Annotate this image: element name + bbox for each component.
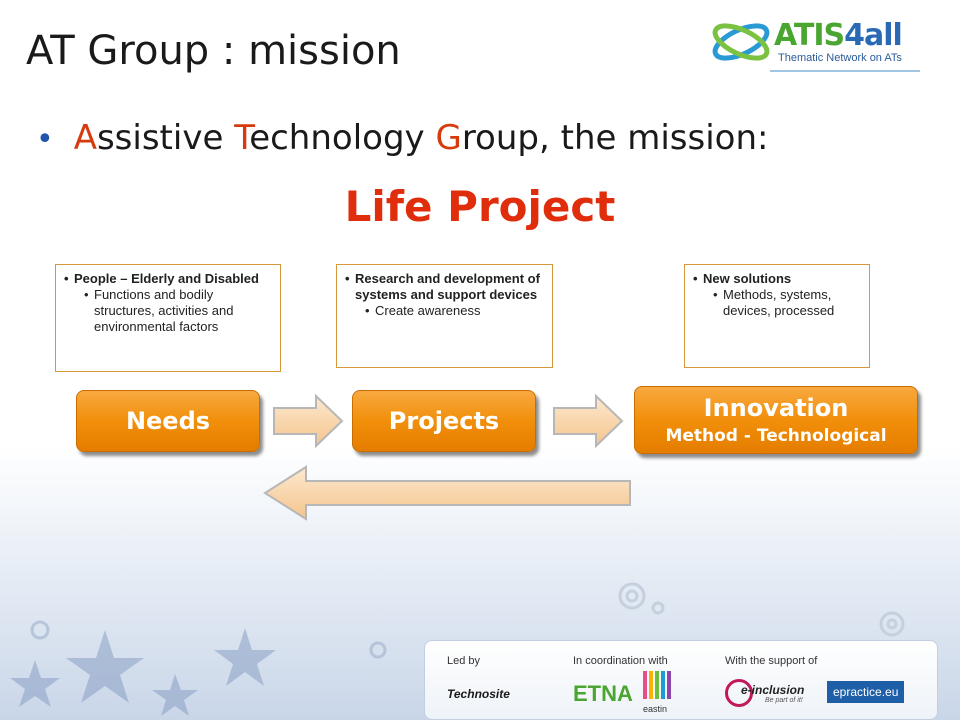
header-divider: [770, 70, 920, 72]
letter-g: G: [435, 118, 462, 158]
mission-bullet: • Assistive Technology Group, the mission…: [36, 118, 768, 158]
einclusion-text: e-inclusion: [741, 683, 805, 697]
epractice-logo: epractice.eu: [827, 681, 905, 703]
word-roup: roup, the mission:: [461, 118, 769, 158]
eastin-text: eastin: [643, 704, 668, 714]
needs-note: People – Elderly and Disabled Functions …: [55, 264, 281, 372]
logo-brand: ATIS: [774, 18, 845, 53]
innovation-box-label: Innovation: [703, 394, 849, 422]
innovation-box-sublabel: Method - Technological: [665, 426, 887, 446]
innovation-note: New solutions Methods, systems, devices,…: [684, 264, 870, 368]
letter-t: T: [234, 118, 250, 158]
einclusion-tagline: Be part of it!: [765, 697, 803, 704]
decorative-circles: [618, 582, 905, 637]
projects-note: Research and development of systems and …: [336, 264, 553, 368]
projects-box: Projects: [352, 390, 536, 452]
word-ssistive: ssistive: [96, 118, 235, 158]
bullet-dot: •: [36, 122, 54, 157]
projects-note-l1: Research and development of systems and …: [345, 271, 544, 303]
etna-logo: ETNA: [573, 681, 633, 706]
needs-box: Needs: [76, 390, 260, 452]
needs-note-l2: Functions and bodily structures, activit…: [84, 287, 272, 335]
left-return-arrow-icon: [263, 465, 631, 521]
logo-num: 4all: [844, 18, 903, 53]
needs-box-label: Needs: [125, 407, 211, 435]
innovation-note-l2: Methods, systems, devices, processed: [713, 287, 861, 319]
technosite-logo: Technosite: [447, 687, 510, 701]
coordination-label: In coordination with: [573, 655, 668, 667]
projects-box-label: Projects: [388, 407, 500, 435]
footer-sponsors-bar: Led by In coordination with With the sup…: [424, 640, 938, 720]
eastin-logo: eastin: [643, 671, 679, 714]
globe-rings-icon: [712, 23, 770, 61]
needs-note-l1: People – Elderly and Disabled: [64, 271, 272, 287]
led-by-label: Led by: [447, 655, 481, 667]
word-echnology: echnology: [249, 118, 436, 158]
innovation-box: Innovation Method - Technological: [634, 386, 918, 454]
page-title: AT Group : mission: [26, 28, 401, 74]
projects-note-l2: Create awareness: [365, 303, 544, 319]
atis4all-logo: ATIS4all Thematic Network on ATs: [708, 16, 918, 68]
innovation-note-l1: New solutions: [693, 271, 861, 287]
decorative-stars: [10, 620, 387, 716]
einclusion-logo: e-inclusion Be part of it!: [725, 679, 815, 707]
logo-subtitle: Thematic Network on ATs: [778, 52, 902, 64]
life-project-heading: Life Project: [344, 182, 616, 231]
right-arrow-icon: [553, 394, 624, 448]
letter-a: A: [73, 118, 97, 158]
support-label: With the support of: [725, 655, 818, 667]
right-arrow-icon: [273, 394, 344, 448]
